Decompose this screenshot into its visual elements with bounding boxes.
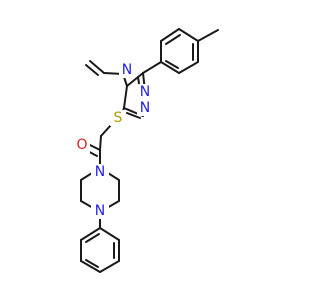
label-bg: [137, 84, 153, 100]
atom-n1: N: [140, 84, 150, 100]
label-bg: [91, 203, 109, 219]
aryl-triazole-bond: [142, 61, 162, 74]
label-bg: [74, 137, 90, 153]
bond: [80, 227, 101, 241]
label-bg: [91, 164, 109, 180]
atom-n-amide: N: [95, 164, 105, 180]
atom-n4: N: [122, 62, 132, 78]
bond-inner: [85, 259, 99, 268]
atom-n2: N: [140, 100, 150, 116]
bond: [160, 61, 180, 74]
bond-inner: [85, 64, 99, 76]
label-bg: [137, 100, 153, 116]
bond-inner: [165, 60, 179, 69]
label-bg: [119, 62, 135, 78]
phenyl-ring: [80, 227, 120, 273]
molecule-diagram: N N N N N S O: [74, 28, 219, 273]
bond: [99, 260, 120, 273]
bond: [80, 260, 101, 273]
atom-o: O: [76, 137, 87, 153]
bond: [123, 85, 128, 109]
bond-inner: [85, 233, 100, 243]
ch2-co-bond: [99, 135, 102, 151]
bond: [178, 28, 199, 42]
bond: [160, 28, 180, 42]
methyl-bond: [197, 29, 219, 42]
bond-inner: [126, 112, 141, 119]
bond: [178, 61, 199, 74]
atom-s: S: [114, 110, 123, 126]
s-ch2-bond: [100, 124, 112, 137]
bond: [99, 227, 120, 241]
tolyl-ring: [160, 28, 219, 74]
atom-n-aryl: N: [95, 203, 105, 219]
label-bg: [110, 110, 126, 126]
atom-labels: N N N N N S O: [74, 62, 153, 219]
structure-canvas: N N N N N S O: [74, 28, 219, 273]
bond-inner: [165, 34, 181, 45]
bond: [89, 60, 105, 74]
bond: [126, 72, 144, 87]
